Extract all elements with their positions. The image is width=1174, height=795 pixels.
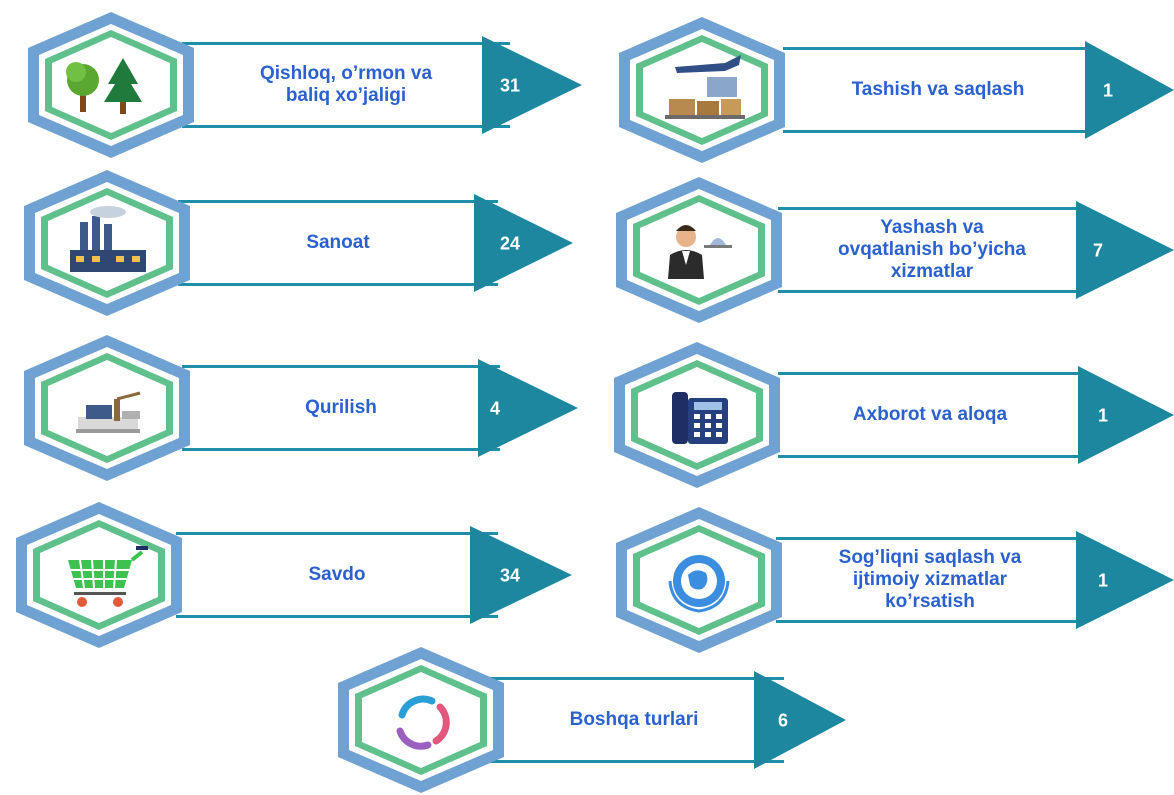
count-arrow bbox=[474, 194, 573, 292]
sector-label-box: Sog’liqni saqlash va ijtimoiy xizmatlar … bbox=[776, 537, 1084, 623]
sector-other: Boshqa turlari 6 bbox=[332, 645, 852, 795]
sector-hexagon bbox=[338, 647, 504, 793]
sector-information-communication: Axborot va aloqa 1 bbox=[608, 340, 1174, 490]
sector-agriculture: Qishloq, o’rmon va baliq xo’jaligi 31 bbox=[22, 10, 587, 160]
sector-label-box: Tashish va saqlash bbox=[783, 47, 1093, 133]
ring-icon bbox=[396, 695, 450, 750]
sector-industry: Sanoat 24 bbox=[18, 168, 573, 318]
sector-label-box: Yashash va ovqatlanish bo’yicha xizmatla… bbox=[778, 207, 1086, 293]
count-arrow bbox=[1078, 366, 1174, 464]
telephone-icon bbox=[672, 392, 728, 444]
sector-accommodation-food: Yashash va ovqatlanish bo’yicha xizmatla… bbox=[610, 175, 1174, 325]
sector-construction: Qurilish 4 bbox=[18, 333, 580, 483]
count-arrow bbox=[1085, 41, 1174, 139]
sector-trade: Savdo 34 bbox=[10, 500, 572, 650]
construction-icon bbox=[76, 391, 141, 433]
un-emblem-icon bbox=[668, 555, 730, 613]
sector-label: Sog’liqni saqlash va ijtimoiy xizmatlar … bbox=[838, 547, 1022, 612]
sector-hexagon bbox=[616, 177, 782, 323]
count-arrow bbox=[754, 671, 846, 769]
sector-hexagon bbox=[28, 12, 194, 158]
waiter-icon bbox=[668, 225, 732, 279]
sector-count: 7 bbox=[1093, 240, 1104, 261]
sector-label: Sanoat bbox=[306, 232, 370, 253]
sector-hexagon bbox=[16, 502, 182, 648]
sector-transport: Tashish va saqlash 1 bbox=[613, 15, 1174, 165]
transport-icon bbox=[665, 55, 745, 119]
sector-count: 34 bbox=[500, 565, 521, 586]
sector-count: 1 bbox=[1098, 405, 1109, 426]
count-arrow bbox=[470, 526, 572, 624]
trees-icon bbox=[66, 58, 142, 114]
sector-hexagon bbox=[614, 342, 780, 488]
sector-hexagon bbox=[619, 17, 785, 163]
sector-label-box: Sanoat bbox=[178, 200, 498, 286]
sector-count: 1 bbox=[1098, 570, 1109, 591]
sector-count: 1 bbox=[1103, 80, 1114, 101]
sector-count: 6 bbox=[778, 710, 789, 731]
sector-label-box: Savdo bbox=[176, 532, 498, 618]
sector-label: Boshqa turlari bbox=[569, 709, 699, 730]
sector-hexagon bbox=[24, 335, 190, 481]
factory-icon bbox=[70, 206, 146, 272]
sector-label: Yashash va ovqatlanish bo’yicha xizmatla… bbox=[838, 217, 1026, 282]
sector-label: Qurilish bbox=[305, 397, 377, 418]
shopping-cart-icon bbox=[68, 546, 148, 607]
sector-hexagon bbox=[616, 507, 782, 653]
sector-label-box: Axborot va aloqa bbox=[778, 372, 1082, 458]
sector-count: 31 bbox=[500, 75, 521, 96]
sector-count: 24 bbox=[500, 233, 521, 254]
sector-health-social: Sog’liqni saqlash va ijtimoiy xizmatlar … bbox=[610, 505, 1174, 655]
sector-label-box: Boshqa turlari bbox=[484, 677, 784, 763]
sector-hexagon bbox=[24, 170, 190, 316]
count-arrow bbox=[1076, 531, 1174, 629]
sector-label-box: Qishloq, o’rmon va baliq xo’jaligi bbox=[182, 42, 510, 128]
sector-label: Tashish va saqlash bbox=[851, 79, 1025, 100]
sector-label: Savdo bbox=[308, 564, 366, 585]
count-arrow bbox=[1076, 201, 1174, 299]
sector-label: Axborot va aloqa bbox=[852, 404, 1008, 425]
count-arrow bbox=[482, 36, 582, 134]
sector-label: Qishloq, o’rmon va baliq xo’jaligi bbox=[259, 63, 433, 106]
sector-count: 4 bbox=[490, 398, 501, 419]
sector-label-box: Qurilish bbox=[182, 365, 500, 451]
